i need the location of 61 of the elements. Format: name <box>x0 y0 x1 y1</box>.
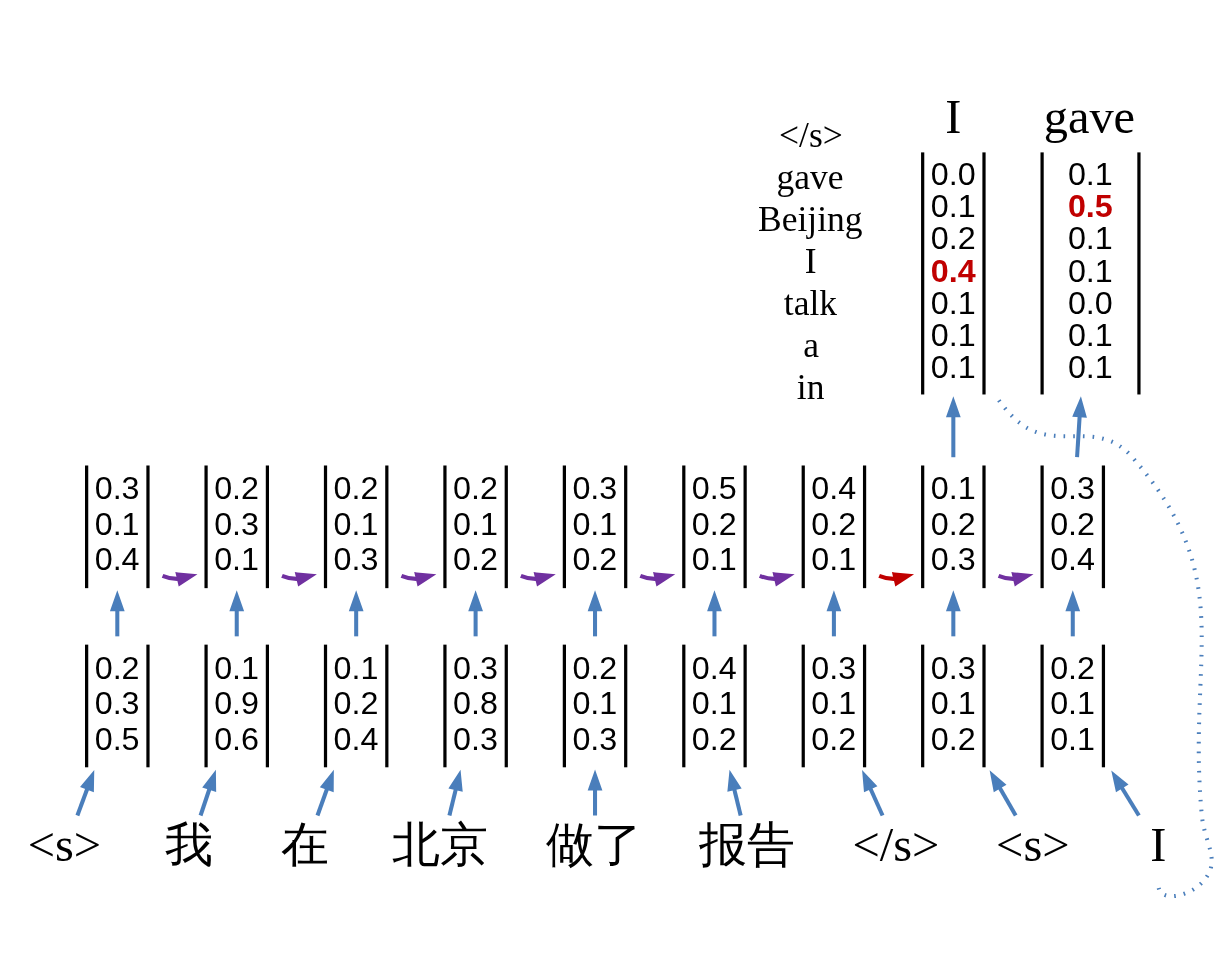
arrow <box>946 395 961 457</box>
node-text: 报告 <box>699 817 796 871</box>
arrow <box>946 589 961 636</box>
arrow <box>315 769 334 816</box>
arrow <box>878 571 915 586</box>
node-text: 在 <box>281 817 330 871</box>
label: I <box>804 240 817 281</box>
arrow <box>727 769 743 816</box>
arrow <box>759 571 795 586</box>
node-text: 0.4 0.1 0.2 <box>691 649 737 757</box>
label: </s> <box>779 114 843 155</box>
node-text: 0.2 0.3 0.1 <box>214 469 259 577</box>
node-text: 我 <box>164 817 213 871</box>
node-text: 0.3 0.1 0.2 <box>930 649 976 757</box>
node-text: gave 0.1 0.5 0.1 0.1 0.0 0.1 0.1 <box>1043 89 1136 385</box>
node-text: 0.1 0.2 0.3 <box>930 469 976 577</box>
label: gave <box>776 156 844 197</box>
node-text: 0.2 0.1 0.3 <box>572 649 618 757</box>
arrow <box>1111 769 1141 817</box>
arrow <box>75 769 95 816</box>
arrow <box>1065 589 1081 636</box>
node-text: 北京 <box>392 817 489 871</box>
arrow <box>639 571 676 586</box>
arrow <box>1072 395 1087 457</box>
node-text: 0.1 0.9 0.6 <box>214 649 259 757</box>
node-text: 0.3 0.1 0.4 <box>94 469 140 577</box>
arrow <box>587 589 603 636</box>
arrow <box>447 769 463 816</box>
node-text: 0.3 0.8 0.3 <box>453 649 498 757</box>
node-text: <s> <box>27 817 102 871</box>
arrow <box>198 769 217 816</box>
node-text: <s> <box>996 817 1070 871</box>
node-text: 0.3 0.1 0.2 <box>811 649 857 757</box>
node-text: 0.1 0.2 0.4 <box>333 649 379 757</box>
node-text: 0.3 0.2 0.4 <box>1050 469 1096 577</box>
node-text: I 0.0 0.1 0.2 0.4 0.1 0.1 0.1 <box>930 89 976 385</box>
label: a <box>803 324 819 365</box>
arrow <box>348 589 364 636</box>
label: in <box>796 366 825 407</box>
arrow <box>826 589 842 636</box>
arrow <box>468 589 483 636</box>
arrow <box>109 589 125 636</box>
label: talk <box>783 282 838 323</box>
node-text: 0.2 0.3 0.5 <box>94 649 140 757</box>
arrow <box>862 769 885 816</box>
arrow <box>587 769 603 815</box>
label: Beijing <box>758 198 863 239</box>
node-text: I <box>1150 817 1167 871</box>
node-text: 0.5 0.2 0.1 <box>691 469 737 577</box>
arrow <box>989 769 1018 816</box>
arrow <box>161 571 198 586</box>
node-text: 0.2 0.1 0.2 <box>453 469 498 577</box>
node-text: 做了 <box>545 817 642 871</box>
arrow <box>229 589 245 636</box>
arrow <box>400 571 437 586</box>
arrow <box>707 589 722 636</box>
node-text: 0.2 0.1 0.1 <box>1050 649 1096 757</box>
node-text: 0.2 0.1 0.3 <box>333 469 379 577</box>
node-text: </s> <box>852 817 940 871</box>
node-text: 0.3 0.1 0.2 <box>572 469 618 577</box>
node-text: 0.4 0.2 0.1 <box>811 469 857 577</box>
